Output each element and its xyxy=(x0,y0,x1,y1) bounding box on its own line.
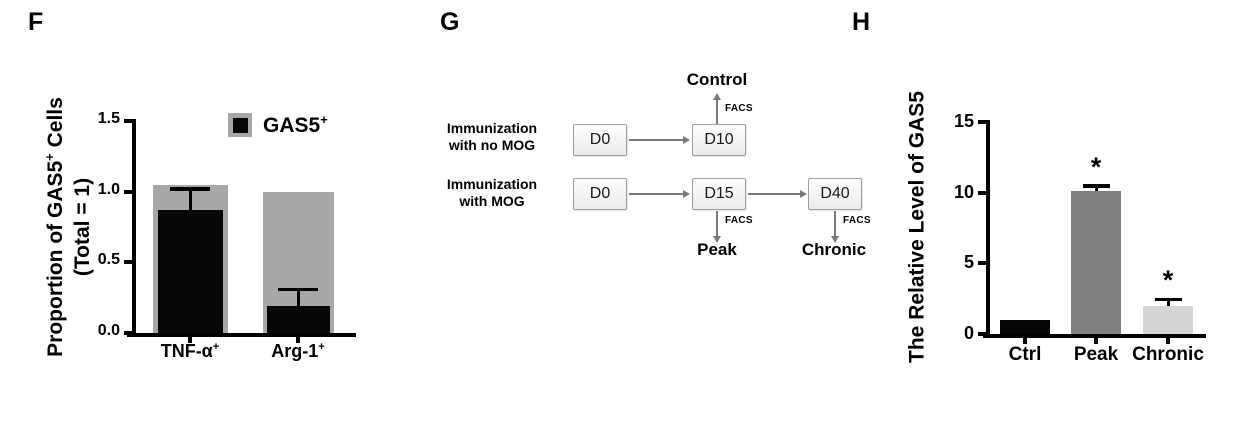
f-error-bar-cap xyxy=(170,187,210,191)
f-y-tick xyxy=(124,260,132,265)
f-y-tick-label: 1.0 xyxy=(97,180,120,198)
g-facs-label-peak: FACS xyxy=(725,215,753,226)
h-bar-0 xyxy=(1000,319,1050,334)
g-arrow-d0-d10 xyxy=(629,139,683,141)
panel-label-g: G xyxy=(440,8,460,36)
f-y-tick xyxy=(124,119,132,124)
f-legend: GAS5+ xyxy=(228,112,328,138)
g-box-d40: D40 xyxy=(808,178,862,210)
h-y-tick xyxy=(978,332,986,336)
g-box-d0-row1: D0 xyxy=(573,124,627,156)
g-box-d15: D15 xyxy=(692,178,746,210)
h-significance-asterisk-1: * xyxy=(1090,151,1102,182)
h-significance-asterisk-2: * xyxy=(1162,265,1174,296)
g-facs-label-chronic: FACS xyxy=(843,215,871,226)
h-y-tick xyxy=(978,120,986,125)
h-error-bar-stem xyxy=(1166,299,1170,306)
h-error-bar-cap xyxy=(1082,184,1110,188)
g-arrowhead-d40-icon xyxy=(800,190,807,198)
f-y-tick xyxy=(124,189,132,194)
panel-label-h: H xyxy=(852,8,871,36)
g-arrowhead-chronic-icon xyxy=(831,236,839,243)
f-x-tick-label: TNF-α+ xyxy=(160,341,220,361)
g-arrowhead-control-icon xyxy=(713,93,721,100)
g-arrow-peak xyxy=(716,211,718,236)
g-arrowhead-d15-icon xyxy=(683,190,690,198)
panel-f: F Proportion of GAS5+ Cells (Total = 1) … xyxy=(0,0,430,424)
f-x-axis xyxy=(127,333,356,337)
h-y-tick xyxy=(978,190,986,195)
f-x-tick-label: Arg-1+ xyxy=(271,341,325,361)
h-x-tick-label: Chronic xyxy=(1132,344,1204,365)
g-control-label: Control xyxy=(686,70,748,89)
h-y-tick-label: 0 xyxy=(963,323,974,343)
h-y-tick-label: 5 xyxy=(963,252,974,273)
f-x-tick xyxy=(296,337,300,343)
f-error-bar-cap xyxy=(278,287,318,292)
h-bar-1 xyxy=(1071,191,1121,334)
h-error-bar-cap xyxy=(1154,297,1182,302)
g-row2-label: Immunization with MOG xyxy=(432,176,552,210)
f-bar-gas5-0 xyxy=(157,210,223,333)
h-x-tick xyxy=(1023,338,1027,344)
g-box-d10: D10 xyxy=(692,124,746,156)
h-bar-2 xyxy=(1143,305,1193,334)
f-x-tick xyxy=(188,337,192,343)
g-chronic-label: Chronic xyxy=(801,240,867,259)
g-row1-label: Immunization with no MOG xyxy=(432,120,552,154)
h-y-tick-label: 10 xyxy=(953,181,974,202)
panel-label-f: F xyxy=(28,8,44,36)
h-x-tick-label: Peak xyxy=(1073,344,1119,365)
f-bar-gas5-1 xyxy=(266,306,330,333)
g-row1-label-line2: with no MOG xyxy=(448,137,536,153)
panel-g: G Immunization with no MOG D0 D10 FACS C… xyxy=(430,0,880,300)
g-arrowhead-peak-icon xyxy=(713,236,721,243)
g-row1-label-line1: Immunization xyxy=(446,120,538,136)
h-y-axis xyxy=(986,120,990,338)
h-x-axis xyxy=(983,334,1206,338)
f-y-tick-label: 0.0 xyxy=(97,322,120,339)
g-arrow-control xyxy=(716,100,718,124)
h-x-tick xyxy=(1094,338,1098,344)
h-x-tick-label: Ctrl xyxy=(1008,344,1042,365)
g-arrow-chronic xyxy=(834,211,836,236)
g-row2-label-line1: Immunization xyxy=(446,176,538,192)
f-legend-swatch-icon xyxy=(228,113,252,137)
g-arrow-d15-d40 xyxy=(748,193,800,195)
f-y-tick-label: 0.5 xyxy=(97,251,120,269)
f-legend-label: GAS5+ xyxy=(263,112,328,137)
g-arrowhead-d10-icon xyxy=(683,136,690,144)
g-box-d0-row2: D0 xyxy=(573,178,627,210)
h-error-bar-stem xyxy=(1094,185,1098,192)
f-error-bar-stem xyxy=(188,188,192,211)
g-peak-label: Peak xyxy=(697,240,737,259)
f-y-tick-label: 1.5 xyxy=(97,110,120,128)
f-error-bar-stem xyxy=(296,289,300,307)
h-y-tick-label: 15 xyxy=(953,111,974,132)
f-y-axis xyxy=(132,119,136,337)
f-legend-swatch-fill xyxy=(232,117,248,133)
g-row2-label-line2: with MOG xyxy=(459,193,525,209)
h-y-tick xyxy=(978,261,986,266)
h-x-tick xyxy=(1166,338,1170,344)
g-facs-label-control: FACS xyxy=(725,103,753,114)
g-arrow-d0-d15 xyxy=(629,193,683,195)
